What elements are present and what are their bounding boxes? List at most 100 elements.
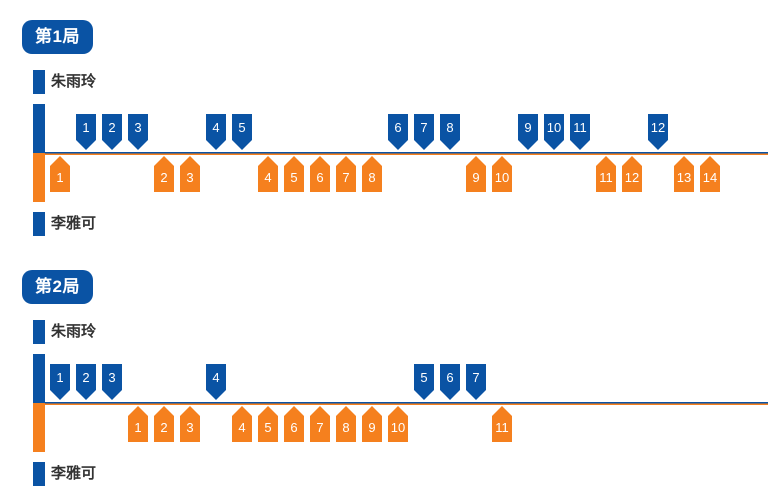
game-title: 第1局 — [22, 20, 93, 54]
player1-point-marker: 1 — [50, 364, 70, 400]
point-score-label: 8 — [446, 120, 454, 135]
point-score-label: 4 — [264, 170, 272, 185]
player1-point-marker: 3 — [128, 114, 148, 150]
marker-shape — [50, 156, 70, 192]
point-score-label: 5 — [238, 120, 246, 135]
point-score-label: 6 — [290, 420, 298, 435]
point-score-label: 5 — [420, 370, 428, 385]
player2-point-marker: 6 — [284, 406, 304, 442]
player2-side-bar — [33, 153, 45, 202]
point-score-label: 1 — [134, 420, 142, 435]
player2-point-marker: 8 — [362, 156, 382, 192]
player2-point-marker: 4 — [258, 156, 278, 192]
player1-point-marker: 12 — [648, 114, 668, 150]
player2-point-marker: 10 — [388, 406, 408, 442]
marker-shape — [232, 114, 252, 150]
marker-shape — [154, 406, 174, 442]
point-score-label: 9 — [524, 120, 532, 135]
point-score-label: 2 — [160, 420, 168, 435]
marker-shape — [258, 156, 278, 192]
marker-shape — [440, 114, 460, 150]
player2-point-marker: 8 — [336, 406, 356, 442]
point-score-label: 7 — [420, 120, 428, 135]
marker-shape — [518, 114, 538, 150]
point-score-label: 13 — [676, 170, 692, 185]
player1-point-marker: 9 — [518, 114, 538, 150]
player2-point-marker: 3 — [180, 406, 200, 442]
player2-point-marker: 10 — [492, 156, 512, 192]
marker-shape — [206, 364, 226, 400]
point-score-label: 2 — [82, 370, 90, 385]
marker-shape — [388, 114, 408, 150]
marker-shape — [570, 114, 590, 150]
player1-point-marker: 6 — [440, 364, 460, 400]
point-score-label: 7 — [316, 420, 324, 435]
player1-name: 朱雨玲 — [51, 323, 97, 340]
player2-point-marker: 7 — [336, 156, 356, 192]
point-score-label: 2 — [108, 120, 116, 135]
player2-point-marker: 3 — [180, 156, 200, 192]
point-score-label: 14 — [702, 170, 718, 185]
point-score-label: 6 — [316, 170, 324, 185]
marker-shape — [180, 156, 200, 192]
marker-shape — [544, 114, 564, 150]
point-score-label: 10 — [390, 420, 406, 435]
player2-point-marker: 11 — [596, 156, 616, 192]
player2-name: 李雅可 — [51, 215, 97, 232]
point-score-label: 9 — [472, 170, 480, 185]
player2-side-bar — [33, 403, 45, 452]
point-score-label: 3 — [134, 120, 142, 135]
player2-point-marker: 13 — [674, 156, 694, 192]
point-score-label: 7 — [342, 170, 350, 185]
marker-shape — [50, 364, 70, 400]
player1-point-marker: 10 — [544, 114, 564, 150]
player2-point-marker: 5 — [284, 156, 304, 192]
player2-point-marker: 7 — [310, 406, 330, 442]
player2-color-bar — [33, 212, 45, 236]
player2-point-marker: 12 — [622, 156, 642, 192]
point-score-label: 8 — [342, 420, 350, 435]
marker-shape — [102, 364, 122, 400]
point-score-label: 11 — [495, 420, 509, 435]
marker-shape — [128, 406, 148, 442]
rally-axis — [45, 152, 768, 155]
player1-side-bar — [33, 354, 45, 403]
marker-shape — [466, 364, 486, 400]
game-title: 第2局 — [22, 270, 93, 304]
point-score-label: 6 — [394, 120, 402, 135]
marker-shape — [76, 114, 96, 150]
point-score-label: 10 — [494, 170, 510, 185]
point-score-label: 11 — [599, 170, 613, 185]
point-score-label: 1 — [82, 120, 90, 135]
marker-shape — [232, 406, 252, 442]
rally-axis — [45, 402, 768, 405]
player1-point-marker: 4 — [206, 364, 226, 400]
marker-shape — [440, 364, 460, 400]
marker-shape — [206, 114, 226, 150]
point-score-label: 2 — [160, 170, 168, 185]
marker-shape — [648, 114, 668, 150]
player1-color-bar — [33, 320, 45, 344]
marker-shape — [310, 156, 330, 192]
point-score-label: 5 — [290, 170, 298, 185]
player1-point-marker: 8 — [440, 114, 460, 150]
player2-point-marker: 14 — [700, 156, 720, 192]
player2-point-marker: 11 — [492, 406, 512, 442]
player2-point-marker: 1 — [128, 406, 148, 442]
point-score-label: 5 — [264, 420, 272, 435]
point-score-label: 4 — [212, 120, 220, 135]
marker-shape — [622, 156, 642, 192]
player1-point-marker: 7 — [466, 364, 486, 400]
marker-shape — [414, 364, 434, 400]
player2-point-marker: 6 — [310, 156, 330, 192]
marker-shape — [466, 156, 486, 192]
point-score-label: 1 — [56, 170, 64, 185]
marker-shape — [674, 156, 694, 192]
player2-point-marker: 1 — [50, 156, 70, 192]
point-score-label: 12 — [650, 120, 666, 135]
player1-point-marker: 2 — [76, 364, 96, 400]
marker-shape — [180, 406, 200, 442]
marker-shape — [362, 156, 382, 192]
player2-point-marker: 5 — [258, 406, 278, 442]
